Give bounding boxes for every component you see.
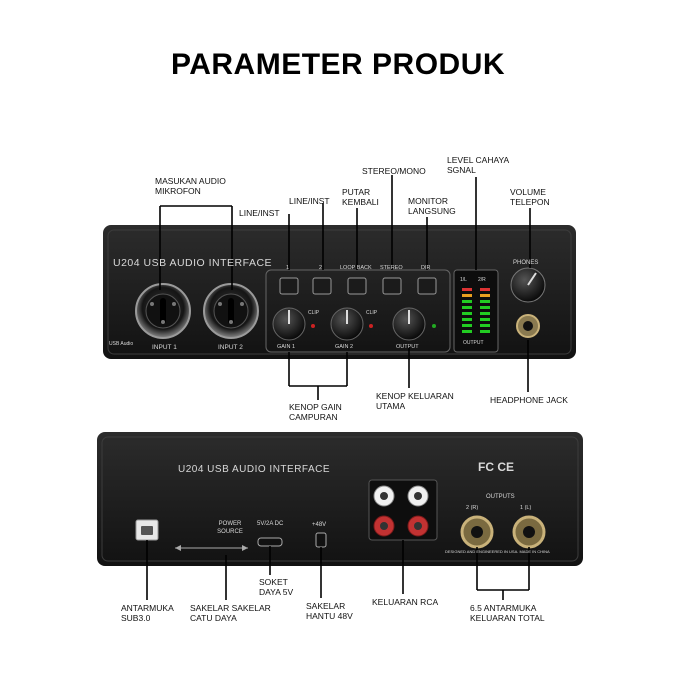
design-note: DESIGNED AND ENGINEERED IN USA. MADE IN … xyxy=(445,549,550,554)
dir-label: DIR xyxy=(421,265,431,271)
level-meter-left xyxy=(462,288,472,333)
button1-label: 1 xyxy=(286,265,290,271)
front-model-text: U204 USB AUDIO INTERFACE xyxy=(113,257,273,269)
power-source-label: POWER SOURCE xyxy=(217,521,243,535)
meter-output-label: OUTPUT xyxy=(463,340,484,346)
phantom-label: +48V xyxy=(312,522,327,528)
meter-left-label: 1/L xyxy=(460,277,467,283)
phones-label: PHONES xyxy=(513,260,539,266)
label-line-inst-2: LINE/INST xyxy=(289,196,330,206)
input1-combo-jack xyxy=(135,283,191,339)
input2-label: INPUT 2 xyxy=(218,344,243,351)
gain1-label: GAIN 1 xyxy=(277,344,296,350)
leader-lines xyxy=(146,175,531,600)
page-title: PARAMETER PRODUK xyxy=(170,48,506,81)
certification-marks: FC CE xyxy=(478,460,514,474)
front-panel xyxy=(103,225,576,359)
label-line-inst-1: LINE/INST xyxy=(239,208,280,218)
outputs-label: OUTPUTS xyxy=(486,494,515,500)
out-r-label: 2 (R) xyxy=(466,505,479,511)
meter-right-label: 2/R xyxy=(478,277,486,283)
dc-in-label: 5V/2A DC xyxy=(257,521,284,527)
back-panel xyxy=(97,432,583,566)
input2-combo-jack xyxy=(203,283,259,339)
out-l-label: 1 (L) xyxy=(520,505,532,511)
gain2-label: GAIN 2 xyxy=(335,344,354,350)
clip1-label: CLIP xyxy=(308,310,320,316)
clip2-label: CLIP xyxy=(366,310,378,316)
label-headphone-jack: HEADPHONE JACK xyxy=(490,395,568,405)
stereo-label: STEREO xyxy=(380,265,403,271)
label-stereo-mono: STEREO/MONO xyxy=(362,166,426,176)
back-model-text: U204 USB AUDIO INTERFACE xyxy=(178,464,331,475)
output-label: OUTPUT xyxy=(396,344,419,350)
level-meter-right xyxy=(480,288,490,333)
usb-audio-label: USB Audio xyxy=(109,341,134,347)
input1-label: INPUT 1 xyxy=(152,344,177,351)
label-rca-output: KELUARAN RCA xyxy=(372,597,439,607)
loopback-label: LOOP BACK xyxy=(340,265,372,271)
button2-label: 2 xyxy=(319,265,323,271)
